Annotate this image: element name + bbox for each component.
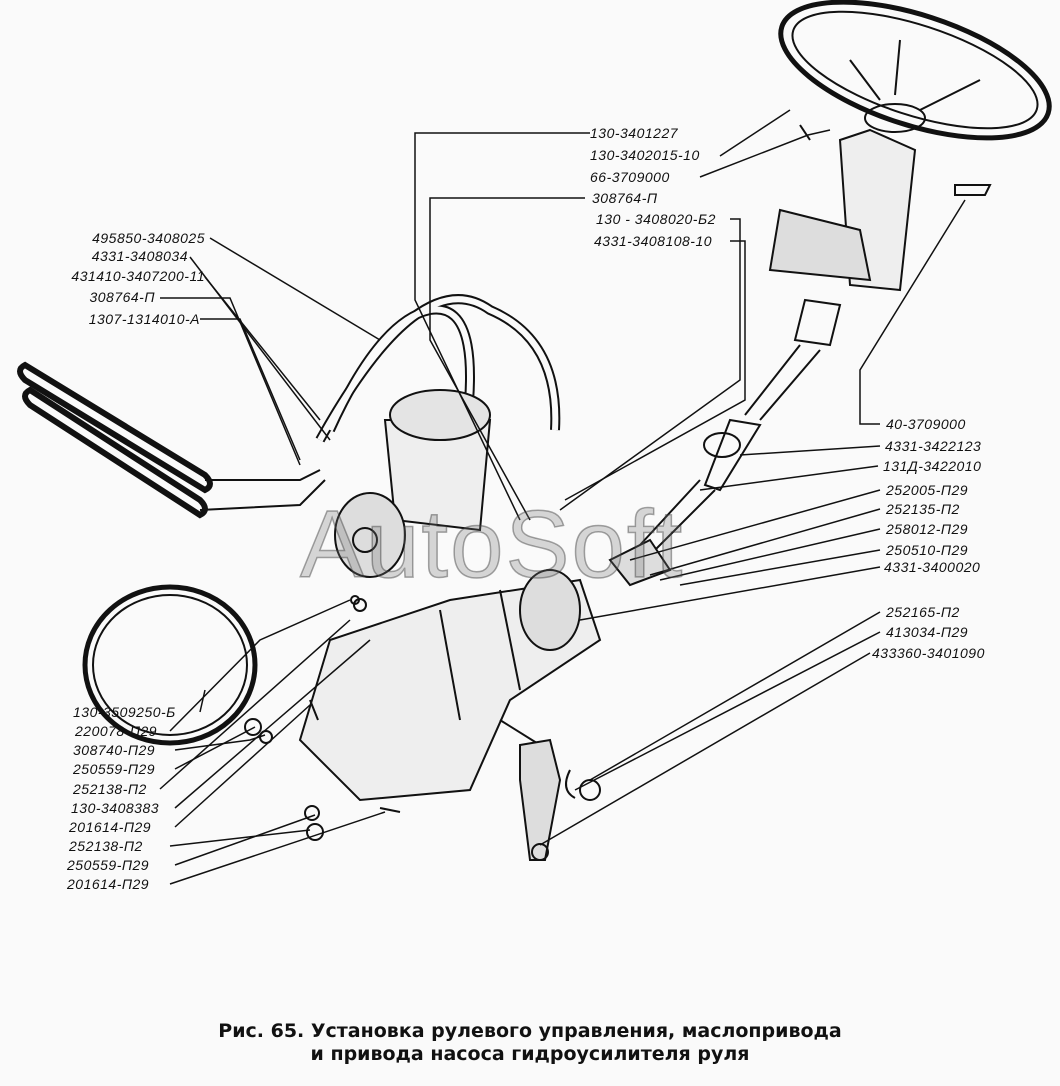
- part-label: 433360-3401090: [872, 645, 985, 661]
- part-label: 4331-3422123: [885, 438, 982, 454]
- leader-lines: [159, 109, 966, 885]
- steering-gear-box: [298, 569, 602, 861]
- part-label: 4331-3408108-10: [594, 233, 713, 249]
- steering-wheel: [778, 0, 1052, 141]
- figure-caption-line2: и привода насоса гидроусилителя руля: [310, 1043, 750, 1065]
- part-label: 431410-3407200-11: [71, 268, 205, 284]
- part-label: 4331-3400020: [884, 559, 981, 575]
- part-label: 252165-П2: [886, 604, 960, 620]
- figure-caption-line1: Рис. 65. Установка рулевого управления, …: [218, 1020, 842, 1042]
- part-label: 130-3509250-Б: [73, 704, 176, 720]
- steering-column: [608, 124, 992, 587]
- part-label: 308764-П: [89, 289, 155, 305]
- part-label: 252138-П2: [69, 838, 143, 854]
- part-label: 495850-3408025: [92, 230, 205, 246]
- fasteners: [244, 595, 601, 841]
- drive-belt: [82, 584, 258, 746]
- oil-cooler-coil: [17, 361, 326, 519]
- part-label: 40-3709000: [886, 416, 966, 432]
- part-label: 252005-П29: [886, 482, 969, 498]
- part-label: 413034-П29: [886, 624, 969, 640]
- part-label: 252138-П2: [73, 781, 147, 797]
- part-label: 220078-П29: [75, 723, 158, 739]
- part-label: 252135-П2: [886, 501, 960, 517]
- part-label: 130-3402015-10: [590, 147, 700, 163]
- watermark: AutoSoft: [299, 490, 685, 599]
- part-label: 130 - 3408020-Б2: [596, 211, 716, 227]
- part-label: 308740-П29: [73, 742, 156, 758]
- part-label: 4331-3408034: [91, 248, 188, 264]
- power-steering-pump: [334, 389, 492, 578]
- part-label: 130-3408383: [71, 800, 160, 816]
- part-label: 258012-П29: [886, 521, 969, 537]
- part-label: 201614-П29: [67, 876, 150, 892]
- part-label: 201614-П29: [69, 819, 152, 835]
- part-label: 250559-П29: [73, 761, 156, 777]
- part-label: 250510-П29: [886, 542, 969, 558]
- part-label: 250559-П29: [67, 857, 150, 873]
- part-label: 130-3401227: [590, 125, 679, 141]
- part-label: 1307-1314010-А: [88, 311, 200, 327]
- part-label: 66-3709000: [590, 169, 670, 185]
- part-label: 308764-П: [592, 190, 658, 206]
- part-label: 131Д-3422010: [883, 458, 982, 474]
